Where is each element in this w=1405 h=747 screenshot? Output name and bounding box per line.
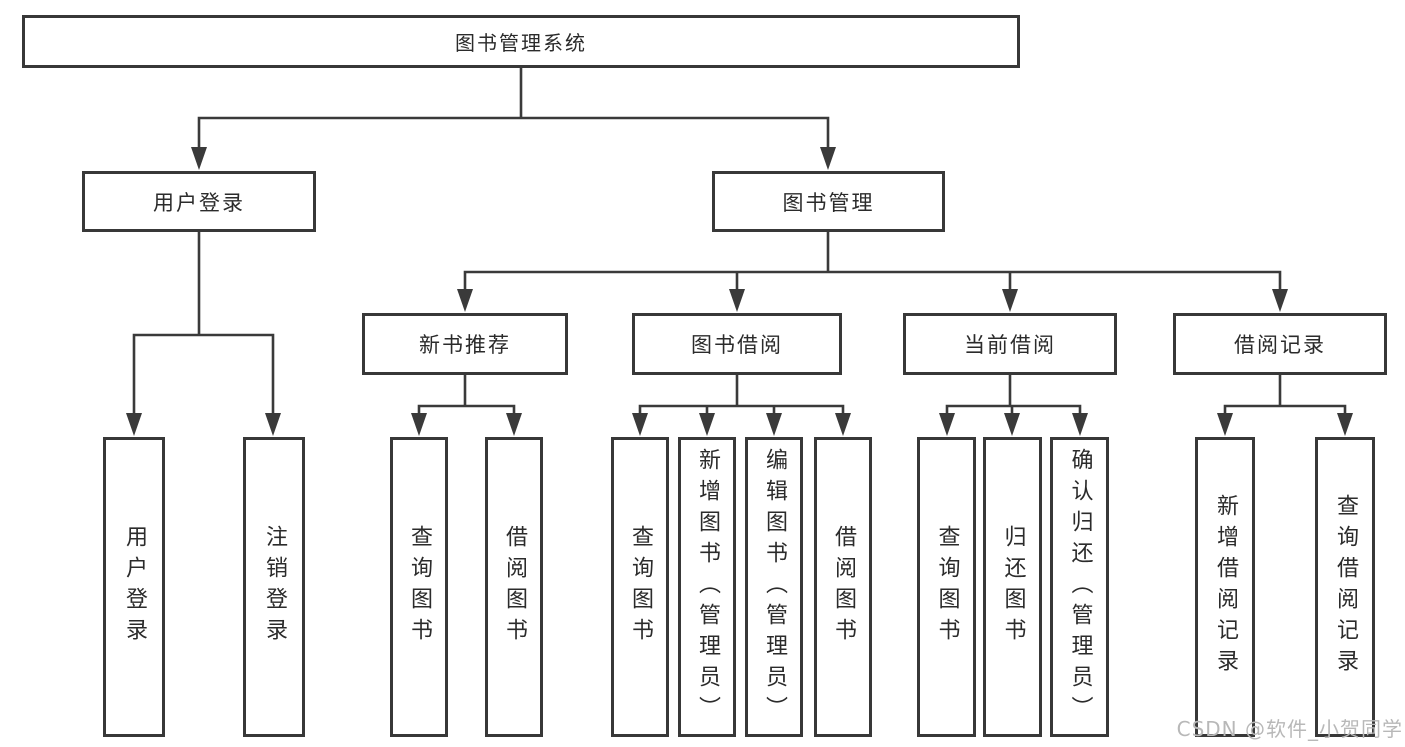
arrowheads [126,147,1353,436]
node-label: 新书推荐 [419,333,511,357]
node-label: 查询借阅记录 [1333,494,1358,680]
node-label: 图书借阅 [691,333,783,357]
node-current-borrowing: 当前借阅 [903,313,1117,375]
node-label: 编辑图书（管理员） [762,447,787,727]
node-label: 图书管理系统 [455,31,587,55]
node-label: 借阅记录 [1234,333,1326,357]
node-label: 注销登录 [262,525,287,649]
node-book-borrowing: 图书借阅 [632,313,842,375]
node-label: 图书管理 [782,190,875,215]
leaf-add-books-admin: 新增图书（管理员） [678,437,736,737]
node-user-login-branch: 用户登录 [82,171,316,232]
node-label: 借阅图书 [831,525,856,649]
node-book-management: 图书管理 [712,171,945,232]
leaf-return-books: 归还图书 [983,437,1042,737]
node-label: 归还图书 [1000,525,1026,649]
leaf-query-books-recommend: 查询图书 [390,437,448,737]
node-borrowing-records: 借阅记录 [1173,313,1387,375]
leaf-edit-books-admin: 编辑图书（管理员） [745,437,803,737]
leaf-query-borrow-record: 查询借阅记录 [1315,437,1375,737]
node-library-system: 图书管理系统 [22,15,1020,68]
node-label: 用户登录 [122,525,147,649]
leaf-add-borrow-record: 新增借阅记录 [1195,437,1255,737]
leaf-borrow-books-recommend: 借阅图书 [485,437,543,737]
node-label: 查询图书 [934,525,960,649]
node-label: 用户登录 [153,190,245,215]
node-label: 当前借阅 [964,333,1056,357]
node-label: 查询图书 [628,525,653,649]
node-label: 借阅图书 [502,525,527,649]
leaf-user-login: 用户登录 [103,437,165,737]
leaf-logout: 注销登录 [243,437,305,737]
csdn-watermark: CSDN @软件_小贺同学 [1176,717,1403,741]
node-label: 新增借阅记录 [1213,494,1238,680]
node-label: 新增图书（管理员） [695,447,720,727]
node-new-book-recommendation: 新书推荐 [362,313,568,375]
leaf-query-books-current: 查询图书 [917,437,976,737]
node-label: 查询图书 [407,525,432,649]
leaf-borrow-books: 借阅图书 [814,437,872,737]
leaf-query-books-borrow: 查询图书 [611,437,669,737]
leaf-confirm-return-admin: 确认归还（管理员） [1050,437,1109,737]
node-label: 确认归还（管理员） [1067,447,1093,727]
